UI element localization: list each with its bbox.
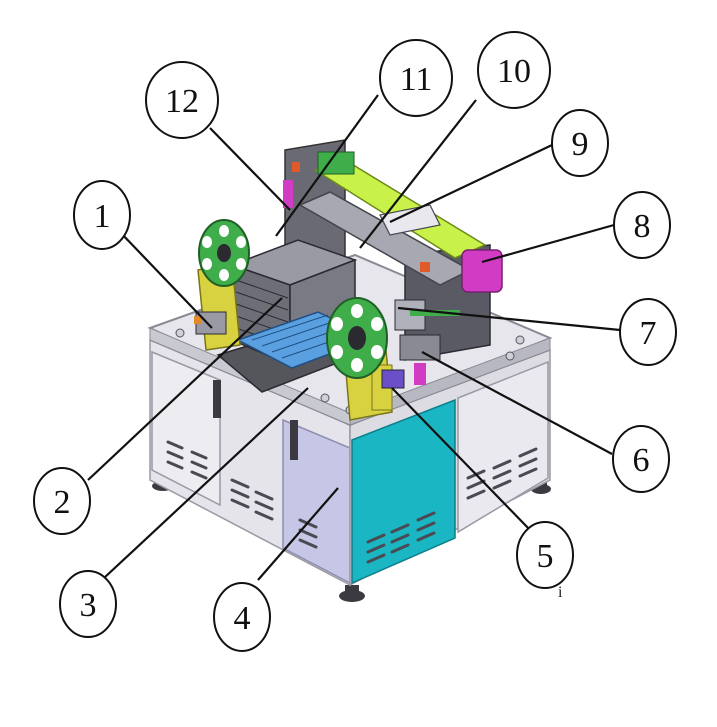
callout-3-label: 3 [80,587,97,624]
callout-12-label: 12 [165,83,199,120]
leader-lines [87,94,621,581]
callout-6: 6 [612,425,670,493]
mechanism-green-bar [410,310,460,316]
cabinet-panel-right [457,360,549,534]
leader-line-6 [421,351,613,455]
leader-line-1 [119,231,213,329]
callouts: 1 2 3 4 5 6 7 8 [33,31,677,652]
magenta-block-left [283,180,293,208]
mechanism-block-a [399,334,441,361]
bracket-front-arm [290,420,298,460]
green-reel-left [198,219,250,287]
leader-line-2 [87,297,283,481]
magenta-motor [461,249,503,293]
machine-illustration [147,139,553,602]
callout-7: 7 [619,298,677,366]
callout-9: 9 [551,109,609,177]
leader-line-12 [209,127,291,211]
leader-line-4 [257,487,339,581]
leader-line-8 [481,223,615,264]
gantry-slide [379,204,441,236]
callout-1-label: 1 [94,198,111,235]
callout-3: 3 [59,570,117,638]
callout-5: 5 [516,521,574,589]
leader-line-9 [389,144,553,223]
orange-sensor-top [292,162,300,172]
callout-9-label: 9 [572,126,589,163]
callout-12: 12 [145,61,219,139]
callout-8: 8 [613,191,671,259]
leader-line-10 [359,99,477,249]
bracket-left-arm [213,380,221,418]
callout-8-label: 8 [634,208,651,245]
callout-2: 2 [33,467,91,535]
callout-7-label: 7 [640,315,657,352]
leader-line-11 [275,94,379,237]
leader-line-5 [391,387,533,533]
stray-mark: i [558,584,563,601]
callout-4: 4 [213,582,271,652]
orange-sensor-left [194,316,202,324]
vent-slots [166,440,538,564]
callout-6-label: 6 [633,442,650,479]
tabletop-edge-right [349,337,551,426]
orange-sensor-right [420,262,430,272]
callout-1: 1 [73,180,131,250]
leader-line-3 [103,387,309,579]
callout-4-label: 4 [234,600,251,637]
magenta-block-lower [414,363,426,385]
green-reel-front [326,297,388,379]
leader-line-7 [397,306,621,332]
callout-10: 10 [477,31,551,109]
mechanism-purple [381,369,405,389]
callout-11: 11 [379,39,453,117]
callout-10-label: 10 [497,53,531,90]
callout-11-label: 11 [400,61,433,98]
callout-2-label: 2 [54,484,71,521]
callout-5-label: 5 [537,538,554,575]
